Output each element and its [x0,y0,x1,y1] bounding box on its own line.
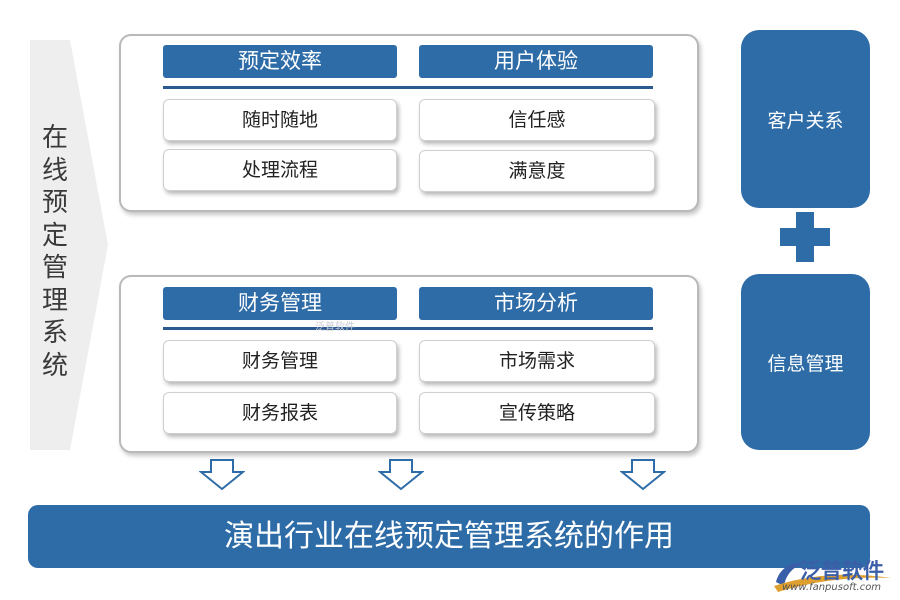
top-item-4: 满意度 [419,150,655,192]
customer-relation-label: 客户关系 [767,109,844,132]
top-header-left: 预定效率 [163,45,397,78]
top-header-right: 用户体验 [419,45,653,78]
customer-relation-box: 客户关系 [741,30,870,208]
info-management-box: 信息管理 [741,274,870,450]
top-item-2: 信任感 [419,99,655,141]
down-arrow-icon [378,459,424,491]
bottom-header-left: 财务管理 [163,287,397,320]
logo-url: www.fanpusoft.com [782,582,882,593]
top-item-1: 随时随地 [163,99,397,141]
info-management-label: 信息管理 [767,352,844,375]
bottom-divider [163,327,653,330]
down-arrow-icon [620,459,666,491]
bottom-item-3: 财务报表 [163,392,397,434]
down-arrow-icon [199,459,245,491]
top-item-3: 处理流程 [163,149,397,191]
bottom-item-4: 宣传策略 [419,392,655,434]
top-divider [163,86,653,89]
plus-icon-vertical [796,212,814,262]
bottom-item-2: 市场需求 [419,340,655,382]
bottom-header-right: 市场分析 [419,287,653,320]
watermark: 泛普软件 [315,322,355,333]
side-arrow-shape [30,40,108,450]
bottom-item-1: 财务管理 [163,340,397,382]
logo-name: 泛普软件 [800,559,884,583]
side-label: 在线预定管理系统 [41,123,68,381]
logo-swoosh-icon [774,562,892,592]
bottom-title-bar: 演出行业在线预定管理系统的作用 [28,505,870,568]
